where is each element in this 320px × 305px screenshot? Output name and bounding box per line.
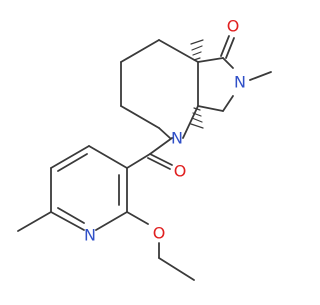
- bond-n6-c7: [222, 95, 234, 112]
- bond-c6-methyl: [17, 211, 52, 232]
- atom-o-lactam: O: [227, 17, 240, 36]
- bond-c2-o: [126, 211, 149, 225]
- atom-n-lactam: N: [234, 73, 246, 92]
- structure-canvas: N N O O N O: [17, 17, 272, 281]
- bond-c1-n: [158, 127, 171, 139]
- bond-c3a-c4: [158, 39, 199, 63]
- molecule-diagram: N N O O N O: [17, 17, 272, 281]
- stereo-hash-c7a: [190, 107, 204, 129]
- atom-o-ether: O: [153, 224, 166, 243]
- bond-carbonyl-o-2: [147, 157, 171, 170]
- bond-c5-o-1: [220, 35, 230, 57]
- bond-c5-o-2: [225, 37, 235, 59]
- pyrrolidinone-ring: [197, 35, 272, 112]
- bond-c5-n6: [222, 57, 234, 69]
- bond-n-carbonyl: [149, 137, 173, 155]
- bond-c3-c4: [88, 145, 128, 169]
- amide-linker: [126, 137, 173, 170]
- bond-c4-c3: [120, 39, 160, 63]
- bond-c2-c1: [120, 105, 160, 129]
- bond-n6-methyl: [249, 71, 272, 81]
- bond-n-c7a: [182, 105, 199, 139]
- bond-carbonyl-o-1: [149, 153, 173, 166]
- bond-double-c4-c5: [57, 153, 88, 172]
- atom-o-amide: O: [174, 162, 187, 181]
- ethoxy-group: [126, 211, 195, 281]
- piperidine-ring: [120, 39, 199, 139]
- bond-ch2-ch3: [158, 257, 195, 281]
- bond-c3a-c5: [197, 57, 224, 63]
- atom-n-piperidine: N: [171, 129, 183, 148]
- bond-n-c2: [95, 211, 128, 231]
- bond-carbonyl-ring: [126, 153, 151, 169]
- bond-double-c6-n: [57, 207, 85, 224]
- bond-c7-c7a: [197, 105, 224, 112]
- bond-c6-n: [50, 211, 85, 231]
- pyridine-ring: [17, 145, 128, 232]
- bond-c4-c5: [50, 145, 90, 169]
- atom-n-pyridine: N: [84, 226, 96, 245]
- stereo-hash-c3a: [190, 39, 204, 61]
